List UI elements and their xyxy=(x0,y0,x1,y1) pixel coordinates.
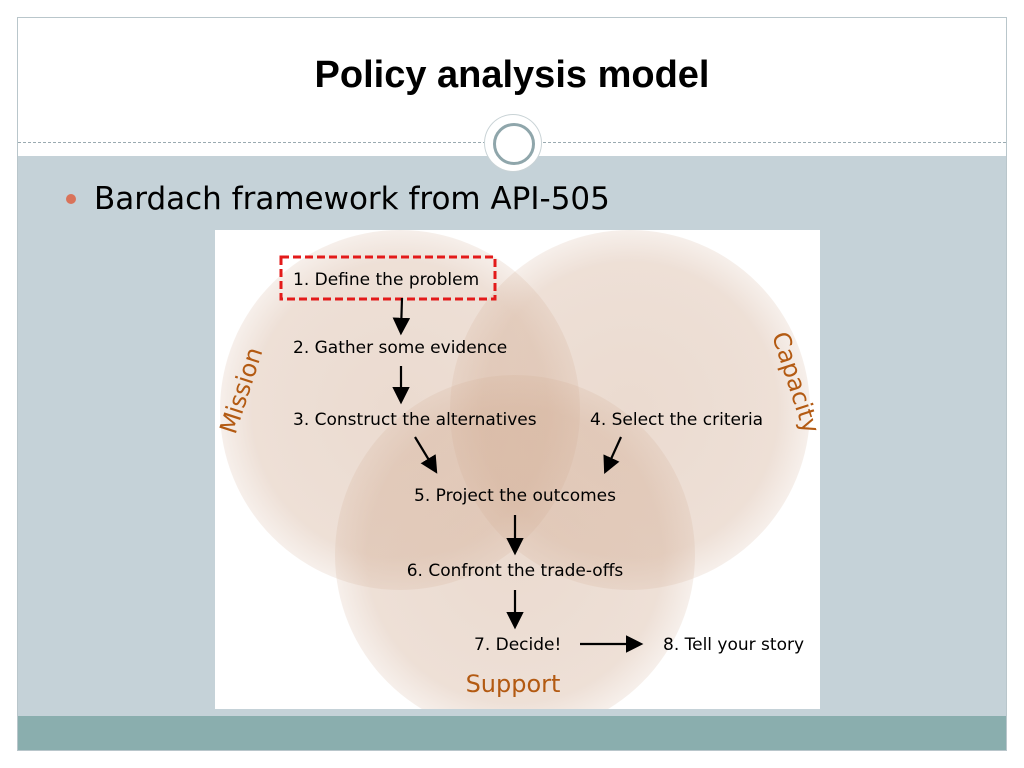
slide-footer-bar xyxy=(18,716,1006,750)
step-8-label: 8. Tell your story xyxy=(663,635,804,655)
arrow-step3-to-step5 xyxy=(414,436,438,474)
bardach-diagram: Mission Capacity Support 1. Define the p… xyxy=(215,230,820,709)
step-1-highlight-box xyxy=(279,255,497,301)
step-4-label: 4. Select the criteria xyxy=(590,410,763,430)
step-3-label: 3. Construct the alternatives xyxy=(293,410,537,430)
slide-title: Policy analysis model xyxy=(314,54,710,96)
step-2-label: 2. Gather some evidence xyxy=(293,338,507,358)
step-1-label: 1. Define the problem xyxy=(293,270,479,290)
bullet-text: Bardach framework from API-505 xyxy=(94,181,610,217)
bullet-item: Bardach framework from API-505 xyxy=(66,181,610,217)
venn-diagram-svg: Mission Capacity Support 1. Define the p… xyxy=(215,230,820,709)
step-6-label: 6. Confront the trade-offs xyxy=(407,561,624,581)
arrow-step1-to-step2 xyxy=(392,297,411,336)
bullet-dot-icon xyxy=(66,194,76,204)
step-7-label: 7. Decide! xyxy=(474,635,561,655)
ring-inner-circle xyxy=(493,123,535,165)
divider-ring-ornament xyxy=(485,115,541,171)
support-label: Support xyxy=(466,670,561,698)
step-5-label: 5. Project the outcomes xyxy=(414,486,616,506)
slide: Policy analysis model Bardach framework … xyxy=(17,17,1007,751)
arrow-step4-to-step5 xyxy=(603,436,623,475)
